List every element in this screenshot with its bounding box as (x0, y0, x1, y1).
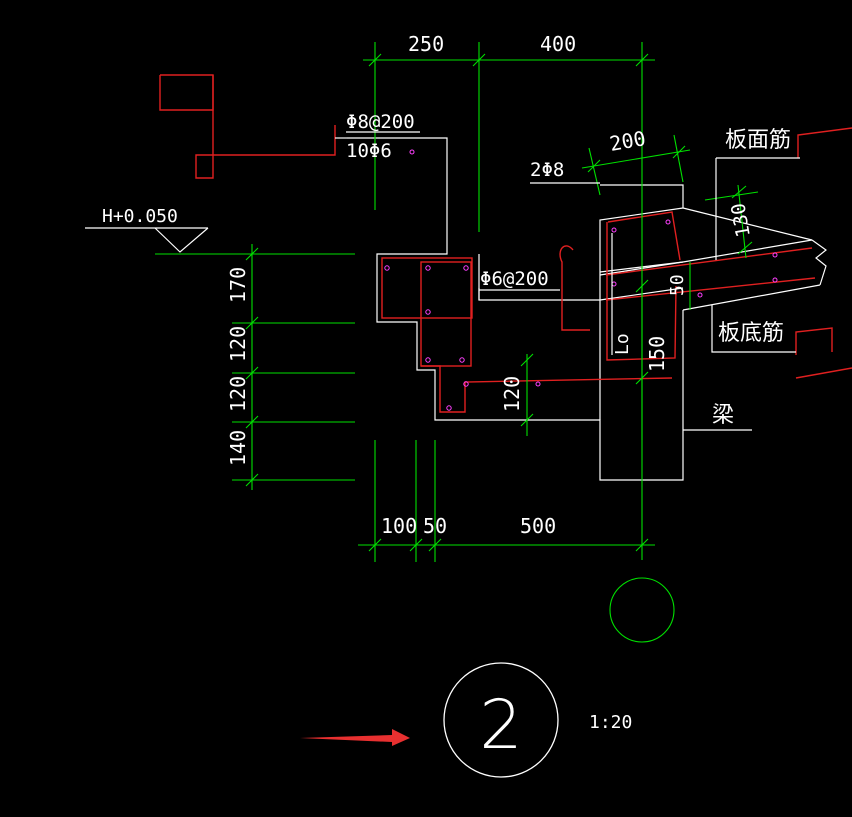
label-texts: Φ8@200 10Φ6 2Φ8 Φ6@200 H+0.050 板面筋 板底筋 梁… (102, 111, 791, 428)
annotation-leaders (85, 131, 800, 431)
dim-right-50: 50 (667, 274, 688, 296)
elevation-label: H+0.050 (102, 206, 178, 227)
section-symbol: 2 1:20 (443, 662, 632, 778)
dim-top-250: 250 (408, 32, 444, 56)
dimension-lines (155, 42, 759, 643)
dim-left-140: 140 (226, 430, 250, 466)
section-number: 2 (479, 686, 522, 765)
rebar-phi6-label: Φ6@200 (480, 268, 549, 290)
section-circle (443, 662, 559, 778)
dim-step-120: 120 (500, 376, 524, 412)
rebar-dots (384, 149, 778, 411)
beam-label: 梁 (712, 403, 734, 428)
lo-label: Lo (612, 333, 633, 355)
rebar-lines (159, 74, 852, 413)
red-arrow-icon (300, 729, 410, 746)
concrete-outline (347, 137, 827, 481)
dim-bottom-500: 500 (520, 514, 556, 538)
dim-left-170: 170 (226, 267, 250, 303)
slab-bottom-rebar-label: 板底筋 (718, 321, 784, 346)
dim-left-120a: 120 (226, 326, 250, 362)
dim-bottom-50: 50 (423, 514, 447, 538)
rebar-2phi8-label: 2Φ8 (530, 159, 564, 181)
section-scale: 1:20 (589, 712, 632, 733)
dimension-texts: 250 400 170 120 120 140 100 50 500 120 2… (226, 32, 755, 538)
dim-top-400: 400 (540, 32, 576, 56)
dim-bottom-100: 100 (381, 514, 417, 538)
dim-right-150: 150 (645, 336, 669, 372)
dim-right-130: 130 (727, 201, 755, 239)
slab-top-rebar-label: 板面筋 (725, 128, 791, 153)
rebar-10phi6-label: 10Φ6 (346, 140, 392, 162)
dim-left-120b: 120 (226, 376, 250, 412)
rebar-phi8-label: Φ8@200 (346, 111, 415, 133)
